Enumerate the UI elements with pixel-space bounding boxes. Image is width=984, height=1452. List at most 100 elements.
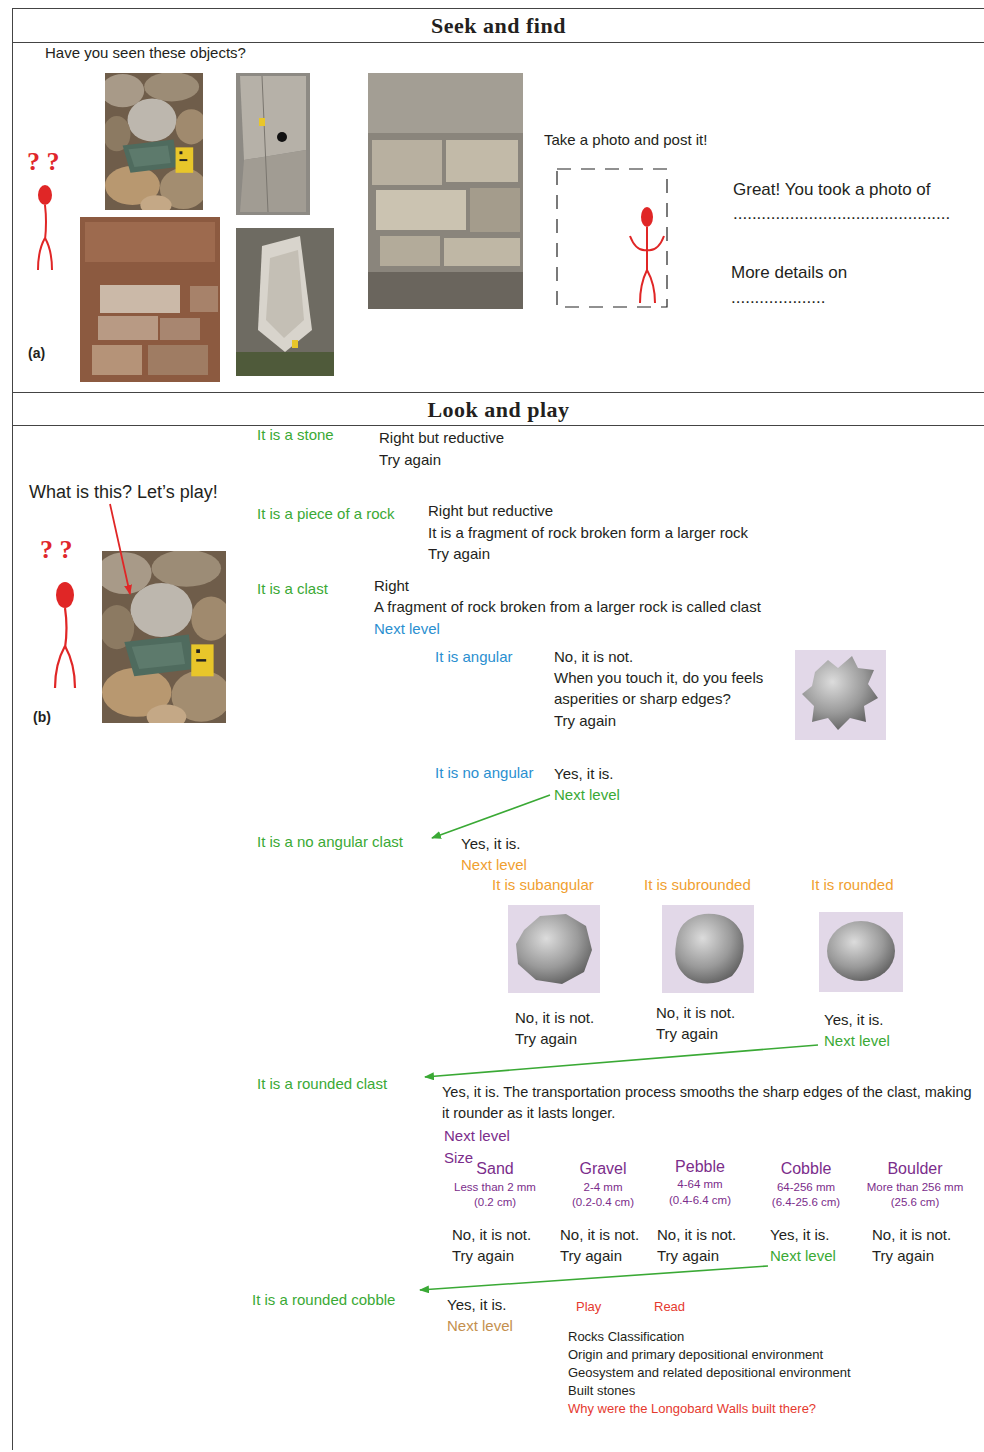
photo-carved-slab xyxy=(266,250,304,338)
feedback-text: Right but reductive xyxy=(428,500,553,521)
stick-figure-a xyxy=(38,238,45,270)
answer-option: It is subangular xyxy=(492,874,594,895)
fill-in-dots: .................... xyxy=(731,287,825,308)
photo-frame xyxy=(630,207,664,303)
rounded-rock-image xyxy=(819,912,903,992)
photo-stone-hole xyxy=(240,76,306,160)
answer-option: It is a rounded cobble xyxy=(252,1289,395,1310)
feedback-text: When you touch it, do you feels asperiti… xyxy=(554,667,789,709)
feedback-text: Yes, it is. xyxy=(447,1294,506,1315)
photo-stone-wall xyxy=(444,238,520,266)
stick-figure-a xyxy=(38,185,52,270)
photo-stone-wall xyxy=(372,140,442,185)
size-class: Pebble xyxy=(675,1156,725,1177)
angular-rock-image xyxy=(795,650,886,740)
rounded-rock-image xyxy=(819,912,903,992)
menu-item: Built stones xyxy=(568,1380,635,1401)
feedback-text: Try again xyxy=(428,543,490,564)
photo-carved-slab xyxy=(292,340,298,348)
feedback-text: Right xyxy=(374,575,409,596)
feedback-text: No, it is not. xyxy=(872,1224,951,1245)
feedback-text: Try again xyxy=(656,1023,718,1044)
feedback-text: Yes, it is. xyxy=(770,1224,829,1245)
size-class: Boulder xyxy=(887,1158,942,1179)
photo-stone-hole xyxy=(277,132,287,142)
angular-rock-image xyxy=(795,650,886,740)
menu-item: Why were the Longobard Walls built there… xyxy=(568,1398,816,1419)
size-range: 64-256 mm xyxy=(777,1180,835,1195)
photo-cobbles-b xyxy=(97,550,231,729)
stick-figure-b xyxy=(56,582,74,608)
size-class: Gravel xyxy=(579,1158,626,1179)
feedback-text: Try again xyxy=(379,449,441,470)
feedback-text: No, it is not. xyxy=(657,1224,736,1245)
feedback-text: No, it is not. xyxy=(656,1002,735,1023)
size-class: Cobble xyxy=(781,1158,832,1179)
intro-text: What is this? Let’s play! xyxy=(29,482,218,503)
next-level-arrow xyxy=(432,795,550,838)
answer-option: It is a clast xyxy=(257,578,328,599)
photo-frame xyxy=(641,207,653,227)
feedback-text: No, it is not. xyxy=(560,1224,639,1245)
panel-band: Look and play xyxy=(12,392,984,1450)
next-level-arrow xyxy=(425,1045,818,1077)
pointer-arrow xyxy=(110,504,130,594)
feedback-text: A fragment of rock broken from a larger … xyxy=(374,596,761,617)
panel-band: Seek and find xyxy=(12,8,984,392)
menu-link: Read xyxy=(654,1296,685,1317)
stick-figure-b xyxy=(55,582,75,688)
next-level-link: Next level xyxy=(374,618,440,639)
feedback-text: Try again xyxy=(657,1245,719,1266)
next-level-link: Next level xyxy=(770,1245,836,1266)
size-range: More than 256 mm xyxy=(867,1180,964,1195)
feedback-text: Great! You took a photo of xyxy=(733,179,931,200)
size-range: (6.4-25.6 cm) xyxy=(772,1195,840,1210)
question-marks: ? ? xyxy=(27,148,60,176)
next-level-link: Next level xyxy=(461,854,527,875)
menu-link: Play xyxy=(576,1296,601,1317)
feedback-text: Try again xyxy=(452,1245,514,1266)
stick-figure-a xyxy=(38,185,52,205)
next-level-link: Next level xyxy=(824,1030,890,1051)
photo-stone-wall xyxy=(368,73,523,133)
menu-item: Geosystem and related depositional envir… xyxy=(568,1362,851,1383)
size-range: 2-4 mm xyxy=(584,1180,623,1195)
photo-stone-wall xyxy=(470,188,520,232)
photo-frame xyxy=(647,270,655,303)
feedback-text: It is a fragment of rock broken form a l… xyxy=(428,522,748,543)
size-heading: Size xyxy=(444,1147,473,1168)
intro-text: Have you seen these objects? xyxy=(45,42,246,63)
answer-option: It is a rounded clast xyxy=(257,1073,387,1094)
photo-red-wall xyxy=(160,318,200,340)
stick-figure-a xyxy=(45,205,46,240)
menu-item: Rocks Classification xyxy=(568,1326,684,1347)
panel-letter: (b) xyxy=(33,707,51,728)
photo-red-wall xyxy=(100,285,180,313)
answer-option: It is no angular xyxy=(435,762,533,783)
feedback-text: Yes, it is. xyxy=(461,833,520,854)
photo-carved-slab xyxy=(236,228,334,376)
fill-in-dots: ........................................… xyxy=(733,203,950,224)
subrounded-rock-image xyxy=(662,905,754,993)
answer-option: It is rounded xyxy=(811,874,894,895)
photo-stone-hole xyxy=(240,150,306,212)
photo-stone-wall xyxy=(376,190,466,230)
size-range: (0.4-6.4 cm) xyxy=(669,1193,731,1208)
feedback-text: Right but reductive xyxy=(379,427,504,448)
feedback-text: Try again xyxy=(872,1245,934,1266)
stick-figure-b xyxy=(65,646,75,688)
photo-stone-wall xyxy=(380,236,440,266)
photo-stone-wall xyxy=(368,73,523,309)
feedback-text: No, it is not. xyxy=(554,646,633,667)
menu-item: Origin and primary depositional environm… xyxy=(568,1344,823,1365)
feedback-text: Try again xyxy=(560,1245,622,1266)
photo-frame xyxy=(630,236,664,250)
next-level-link: Next level xyxy=(444,1125,510,1146)
subrounded-rock-image xyxy=(675,914,743,984)
photo-frame xyxy=(640,270,647,303)
photo-carved-slab xyxy=(258,236,312,352)
feedback-text: More details on xyxy=(731,262,847,283)
feedback-text: Yes, it is. The transportation process s… xyxy=(442,1082,980,1124)
answer-option: It is a stone xyxy=(257,424,334,445)
photo-stone-hole xyxy=(259,118,265,126)
